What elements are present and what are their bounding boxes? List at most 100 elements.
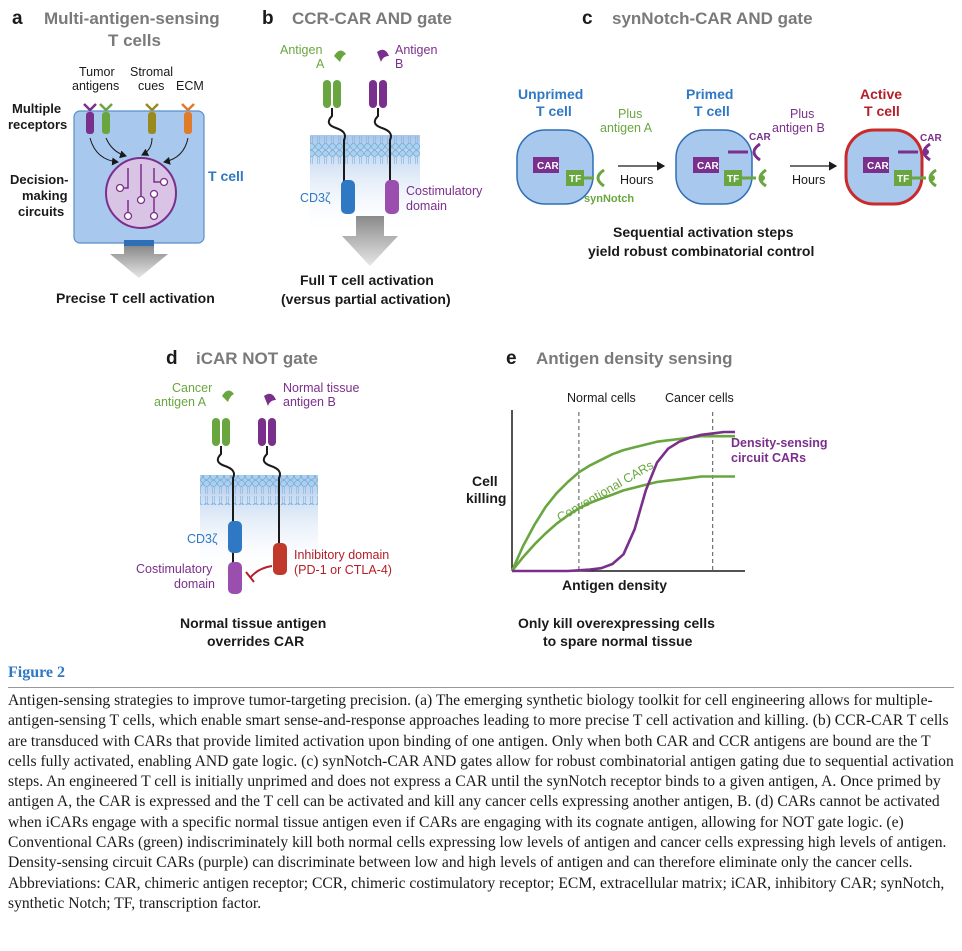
hours-label-1: Hours (620, 173, 653, 187)
cd3z-domain-b (341, 180, 355, 214)
costim-domain-b (385, 180, 399, 214)
panel-d-caption-2: overrides CAR (207, 633, 304, 649)
costim-label-b-2: domain (406, 199, 447, 213)
normal-antigen-label-1: Normal tissue (283, 381, 359, 395)
panel-d-title: iCAR NOT gate (196, 349, 318, 368)
inhibition-bar (245, 565, 273, 583)
figure-diagram: a Multi-antigen-sensing T cells Tumor an… (8, 8, 942, 649)
tf-label-primed: TF (727, 174, 739, 185)
cancer-antigen-label-1: Cancer (172, 381, 212, 395)
decision-circuits-label-2: making (22, 188, 68, 203)
cancer-antigen-icon (222, 390, 234, 402)
car-gene-unprimed (533, 157, 559, 173)
caption-rule (8, 687, 954, 688)
antigen-a-label-2: A (316, 57, 325, 71)
density-sensing-label-1: Density-sensing (731, 436, 828, 450)
inhibitory-label-2: (PD-1 or CTLA-4) (294, 563, 392, 577)
normal-antigen-icon (264, 393, 276, 406)
primed-label-2: T cell (694, 103, 730, 119)
y-axis-label-2: killing (466, 490, 506, 506)
panel-a-title-line2: T cells (108, 31, 161, 50)
x-axis-label: Antigen density (562, 577, 667, 593)
ecm-label: ECM (176, 79, 204, 93)
series-line-0 (510, 434, 735, 572)
cancer-cells-label: Cancer cells (665, 391, 734, 405)
car-stalk (327, 108, 346, 198)
y-axis-label-1: Cell (472, 473, 498, 489)
conventional-cars-label: Conventional CARs (555, 458, 656, 525)
receptor-icons (83, 103, 195, 134)
panel-d-letter: d (166, 348, 178, 369)
hours-label-2: Hours (792, 173, 825, 187)
active-label-2: T cell (864, 103, 900, 119)
t-cell-label: T cell (208, 168, 244, 184)
panel-b-letter: b (262, 8, 274, 29)
antigen-b-icon (377, 49, 389, 62)
normal-cells-label: Normal cells (567, 391, 636, 405)
car-label-primed: CAR (697, 161, 719, 172)
panel-a-caption: Precise T cell activation (56, 290, 215, 306)
tumor-antigens-label-2: antigens (72, 79, 119, 93)
panel-c-caption-1: Sequential activation steps (613, 224, 794, 240)
panel-e-title: Antigen density sensing (536, 349, 732, 368)
panel-d: d iCAR NOT gate Cancer antigen A Normal … (136, 348, 392, 649)
car-receptor-label-primed: CAR (749, 132, 771, 143)
plus-b-label-2: antigen B (772, 121, 825, 135)
car-receptor-label-active: CAR (920, 133, 942, 144)
inhibitory-domain (273, 543, 287, 575)
panel-c-title: synNotch-CAR AND gate (612, 9, 813, 28)
tumor-antigens-label-1: Tumor (79, 65, 115, 79)
antigen-b-label-1: Antigen (395, 43, 437, 57)
costim-label-d-2: domain (174, 577, 215, 591)
panel-e-caption-2: to spare normal tissue (543, 633, 693, 649)
multiple-receptors-label-2: receptors (8, 117, 67, 132)
density-chart (510, 410, 745, 573)
panel-a: a Multi-antigen-sensing T cells Tumor an… (8, 8, 244, 306)
panel-a-title-line1: Multi-antigen-sensing (44, 9, 220, 28)
tf-active (894, 170, 912, 186)
tf-primed (724, 170, 742, 186)
panel-b-caption-1: Full T cell activation (300, 272, 434, 288)
car-gene-primed (693, 157, 719, 173)
normal-antigen-label-2: antigen B (283, 395, 336, 409)
panel-a-letter: a (12, 8, 23, 29)
decision-circuits-label-3: circuits (18, 204, 64, 219)
panel-b-caption-2: (versus partial activation) (281, 291, 451, 307)
stromal-cues-label-1: Stromal (130, 65, 173, 79)
cancer-antigen-label-2: antigen A (154, 395, 207, 409)
antigen-b-label-2: B (395, 57, 403, 71)
plus-a-label-2: antigen A (600, 121, 653, 135)
cd3z-label-b: CD3ζ (300, 191, 331, 205)
primed-label-1: Primed (686, 86, 733, 102)
down-arrow-b (342, 216, 398, 266)
figure-label: Figure 2 (8, 664, 66, 681)
ccr-stalk (373, 108, 392, 198)
cd3z-domain-d (228, 521, 242, 553)
density-sensing-label-2: circuit CARs (731, 451, 806, 465)
costim-label-d-1: Costimulatory (136, 562, 213, 576)
circuit-icon (105, 157, 177, 229)
car-receptor-primed (728, 142, 761, 162)
costim-domain-d (228, 562, 242, 594)
stromal-cues-label-2: cues (138, 79, 164, 93)
panel-b: b CCR-CAR AND gate Antigen A Antigen B C… (262, 8, 483, 307)
panel-b-title: CCR-CAR AND gate (292, 9, 452, 28)
active-label-1: Active (860, 86, 902, 102)
panel-c-letter: c (582, 8, 593, 29)
panel-e: e Antigen density sensing Normal cells C… (466, 348, 828, 649)
antigen-a-label-1: Antigen (280, 43, 322, 57)
antigen-a-icon (334, 50, 346, 62)
membrane-d (200, 475, 318, 505)
synnotch-label: synNotch (584, 193, 634, 205)
car-label-active: CAR (867, 161, 889, 172)
panel-e-caption-1: Only kill overexpressing cells (518, 615, 715, 631)
unprimed-label-2: T cell (536, 103, 572, 119)
multiple-receptors-label-1: Multiple (12, 101, 61, 116)
membrane-b (310, 135, 420, 165)
series-line-2 (512, 430, 735, 573)
tf-label-unprimed: TF (569, 174, 581, 185)
plus-a-label-1: Plus (618, 107, 642, 121)
car-label-unprimed: CAR (537, 161, 559, 172)
panel-d-caption-1: Normal tissue antigen (180, 615, 326, 631)
cd3z-label-d: CD3ζ (187, 532, 218, 546)
